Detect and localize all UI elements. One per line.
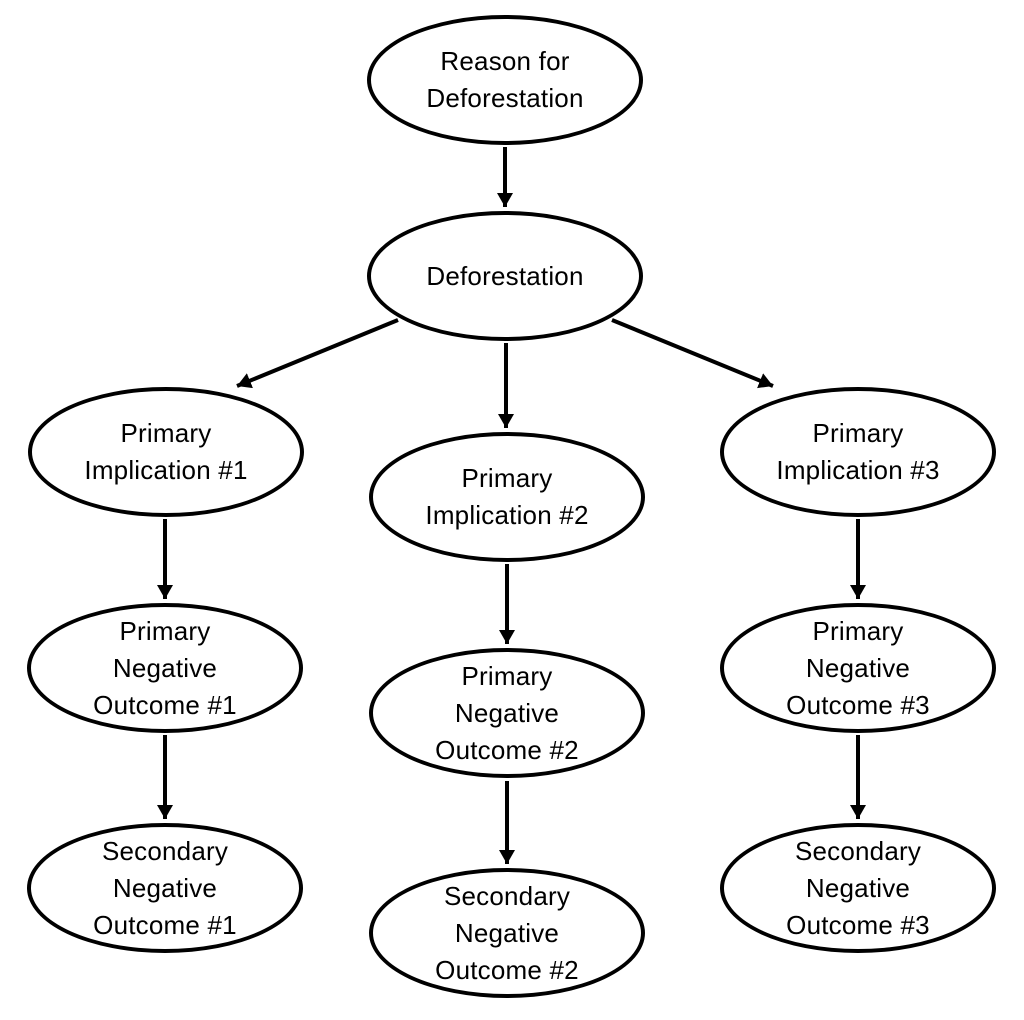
- node-primary-implication-1: Primary Implication #1: [28, 387, 304, 517]
- arrow-deforestation-to-primary-implication-3: [611, 318, 774, 389]
- node-label: Primary Implication #2: [425, 463, 589, 530]
- node-primary-negative-outcome-3: Primary Negative Outcome #3: [720, 603, 996, 733]
- arrow-deforestation-to-primary-implication-1: [236, 318, 399, 389]
- node-reason-for-deforestation: Reason for Deforestation: [367, 15, 643, 145]
- node-primary-negative-outcome-1: Primary Negative Outcome #1: [27, 603, 303, 733]
- node-label: Primary Negative Outcome #2: [435, 660, 579, 765]
- node-primary-implication-2: Primary Implication #2: [369, 432, 645, 562]
- node-label: Deforestation: [426, 260, 584, 291]
- node-primary-implication-3: Primary Implication #3: [720, 387, 996, 517]
- node-label: Primary Negative Outcome #1: [93, 615, 237, 720]
- node-label: Primary Implication #1: [84, 418, 248, 485]
- node-label: Primary Implication #3: [776, 418, 940, 485]
- node-label: Secondary Negative Outcome #3: [786, 835, 930, 940]
- node-deforestation: Deforestation: [367, 211, 643, 341]
- node-secondary-negative-outcome-1: Secondary Negative Outcome #1: [27, 823, 303, 953]
- node-label: Primary Negative Outcome #3: [786, 615, 930, 720]
- node-label: Reason for Deforestation: [426, 46, 584, 113]
- node-secondary-negative-outcome-3: Secondary Negative Outcome #3: [720, 823, 996, 953]
- node-secondary-negative-outcome-2: Secondary Negative Outcome #2: [369, 868, 645, 998]
- node-primary-negative-outcome-2: Primary Negative Outcome #2: [369, 648, 645, 778]
- node-label: Secondary Negative Outcome #1: [93, 835, 237, 940]
- node-label: Secondary Negative Outcome #2: [435, 880, 579, 985]
